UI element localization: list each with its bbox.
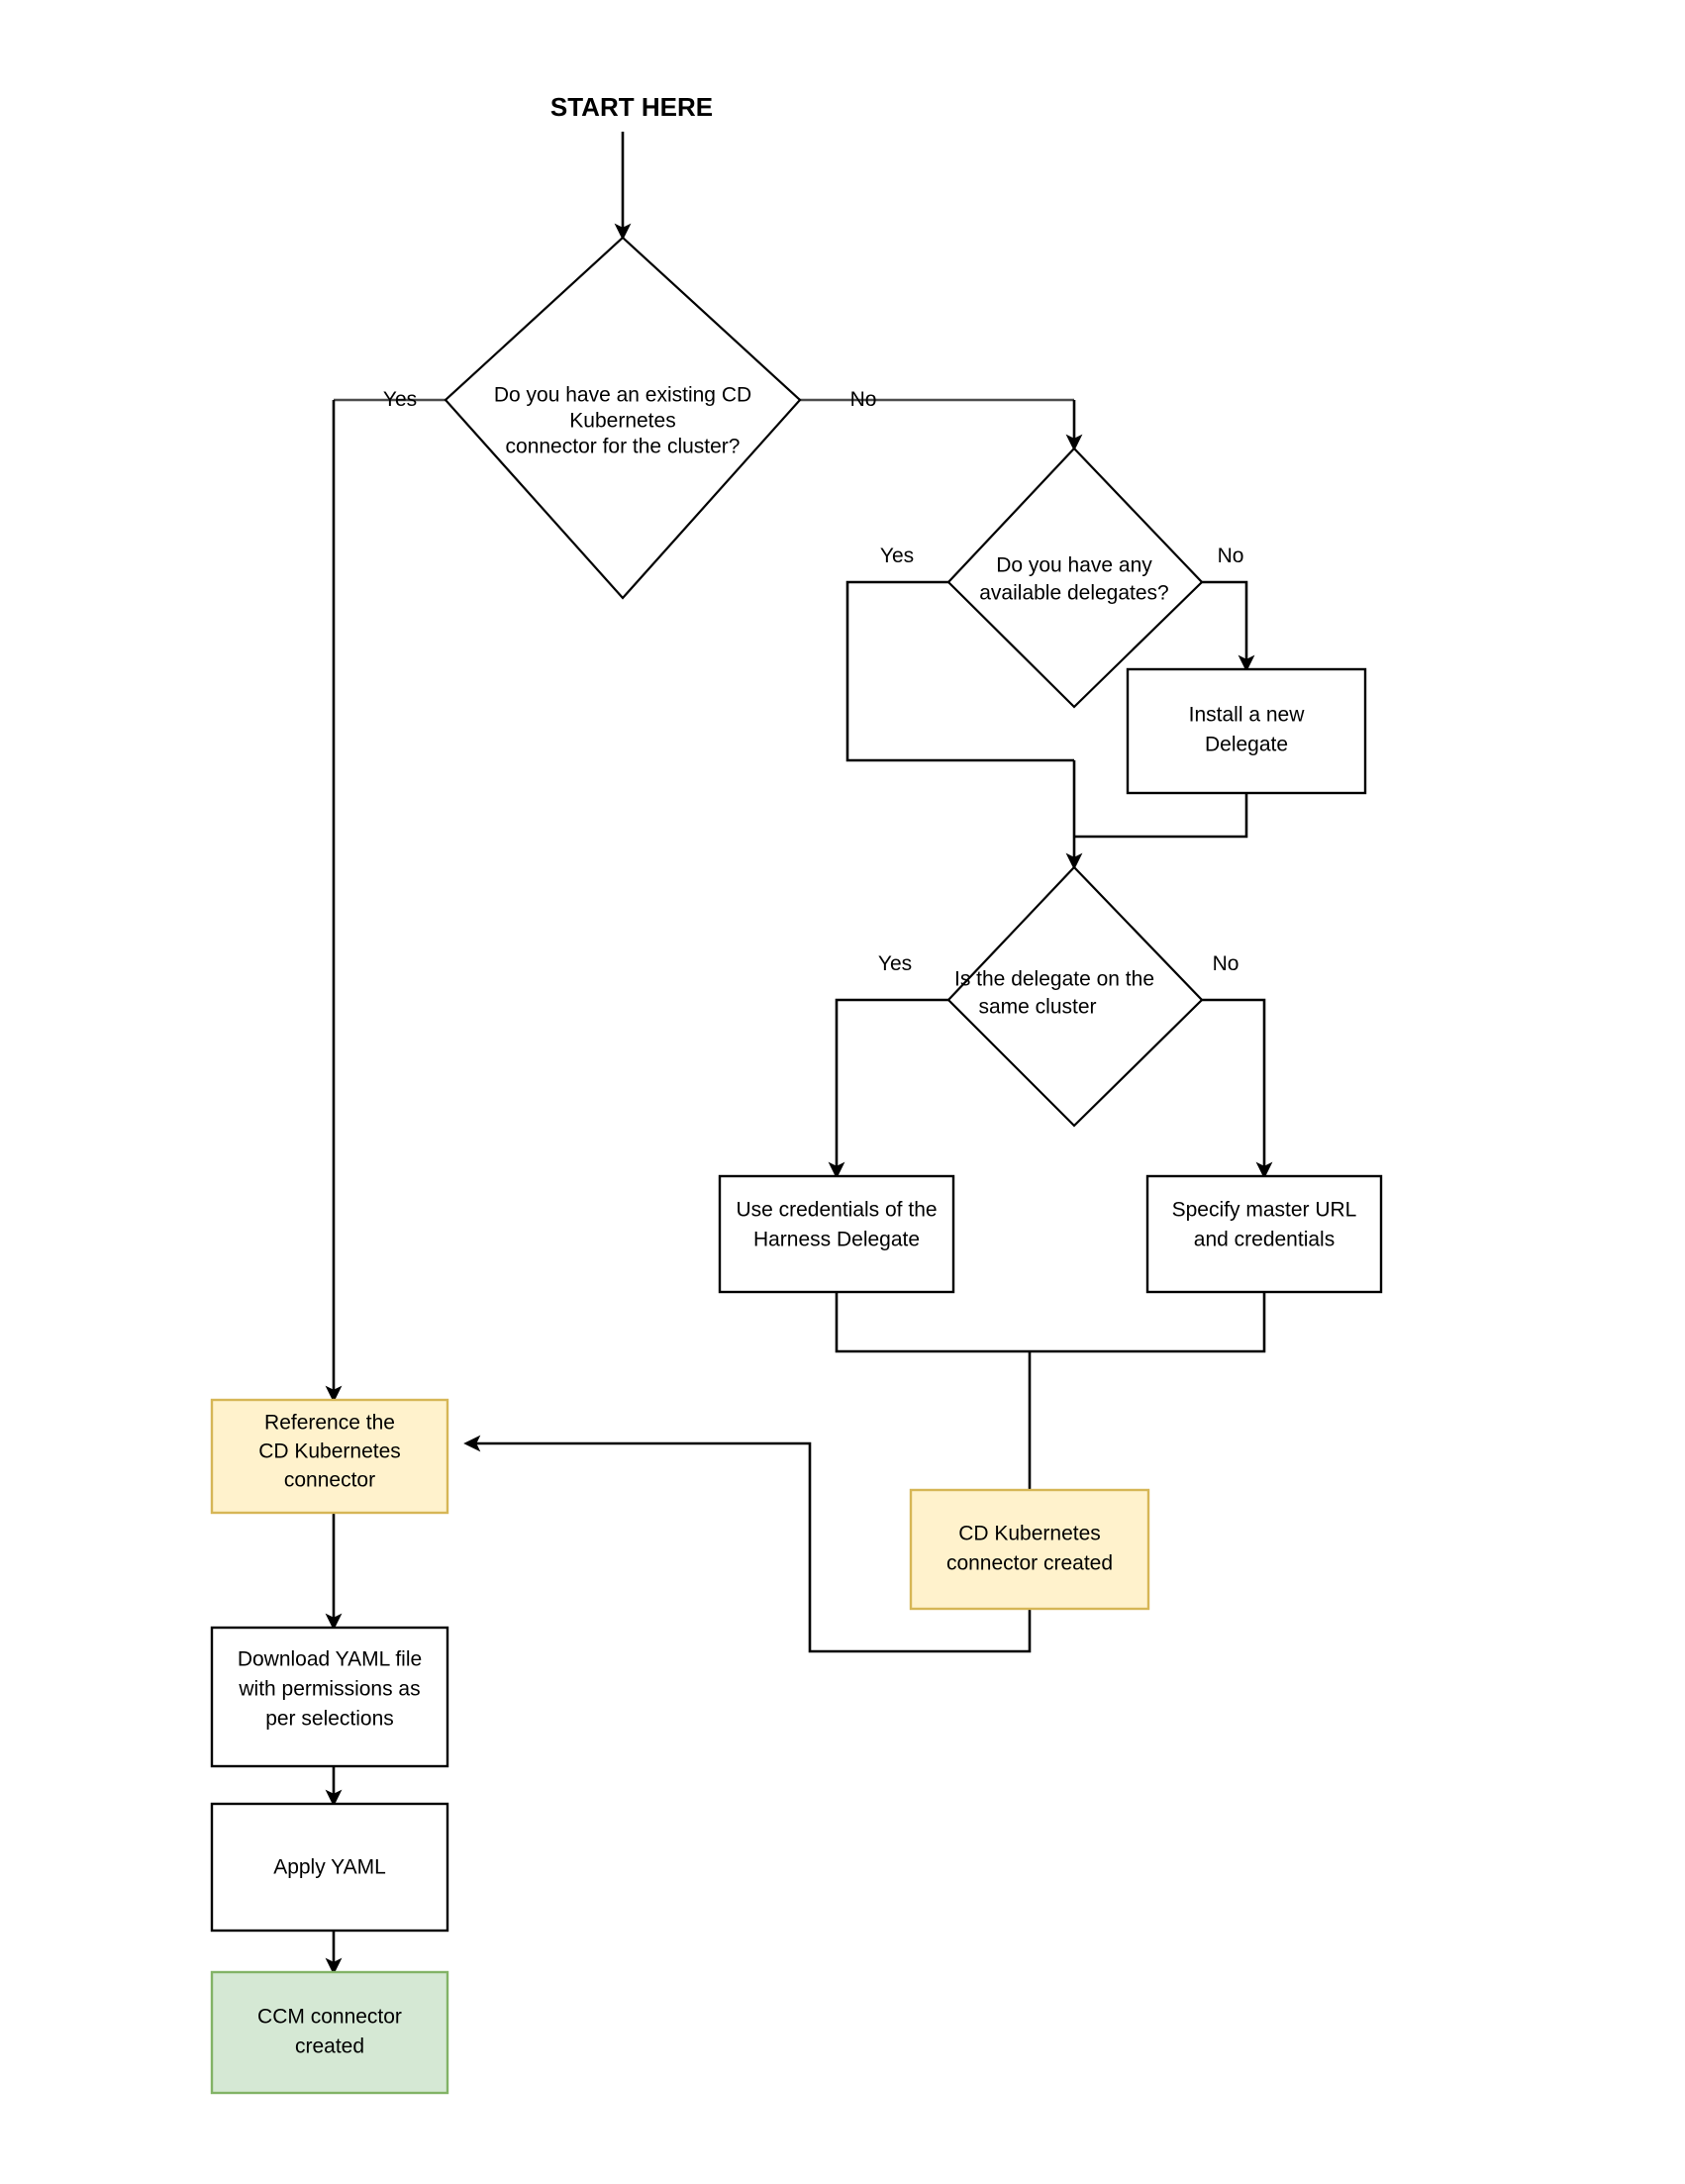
node-specify-master-url-box — [1145, 1174, 1383, 1294]
node-use-delegate-credentials-line-2: Harness Delegate — [753, 1229, 920, 1251]
node-use-delegate-credentials-box — [718, 1174, 955, 1294]
edge-use-credentials-join — [835, 1292, 1030, 1353]
node-download-yaml-line-3: per selections — [265, 1708, 394, 1731]
edge-install-to-merge — [1074, 793, 1248, 839]
decision-existing-connector-diamond — [444, 236, 802, 600]
node-apply-yaml-line-1: Apply YAML — [273, 1856, 386, 1879]
decision-existing-connector-line-1: Do you have an existing CD — [494, 384, 751, 407]
edge-label-delegates-yes: Yes — [880, 545, 914, 567]
decision-same-cluster-line-2: same cluster — [978, 996, 1096, 1019]
node-specify-master-url[interactable]: Specify master URL and credentials — [1145, 1174, 1383, 1294]
decision-same-cluster[interactable]: Is the delegate on the same cluster — [946, 865, 1204, 1128]
decision-existing-connector-line-2: Kubernetes — [569, 410, 675, 433]
decision-existing-connector[interactable]: Do you have an existing CD Kubernetes co… — [444, 236, 802, 600]
edge-same-cluster-yes — [828, 998, 948, 1179]
node-reference-connector-line-2: CD Kubernetes — [258, 1440, 401, 1463]
edge-label-delegates-no: No — [1218, 545, 1244, 567]
node-reference-connector[interactable]: Reference the CD Kubernetes connector — [210, 1398, 449, 1515]
decision-existing-connector-line-3: connector for the cluster? — [506, 436, 741, 458]
node-specify-master-url-line-2: and credentials — [1194, 1229, 1335, 1251]
edge-label-same-cluster-yes: Yes — [878, 952, 912, 975]
node-cd-connector-created-line-1: CD Kubernetes — [958, 1523, 1101, 1545]
node-reference-connector-line-1: Reference the — [264, 1412, 395, 1435]
edge-delegates-no-to-install — [1202, 580, 1255, 672]
decision-same-cluster-diamond — [946, 865, 1204, 1128]
node-cd-connector-created-line-2: connector created — [946, 1552, 1113, 1575]
edge-delegates-yes-to-merge — [845, 580, 1074, 762]
node-install-delegate-line-1: Install a new — [1189, 704, 1306, 727]
node-cd-connector-created[interactable]: CD Kubernetes connector created — [909, 1488, 1150, 1611]
decision-same-cluster-line-1: Is the delegate on the — [954, 968, 1154, 991]
node-download-yaml-line-2: with permissions as — [238, 1678, 420, 1701]
edge-specify-url-join — [1030, 1292, 1266, 1353]
decision-available-delegates-diamond — [946, 447, 1204, 709]
node-install-delegate-box — [1126, 667, 1367, 795]
node-use-delegate-credentials-line-1: Use credentials of the — [736, 1199, 937, 1222]
edge-cd-connector-to-reference — [463, 1435, 1032, 1653]
edge-same-cluster-no — [1202, 998, 1273, 1179]
edge-label-existing-no: No — [850, 388, 877, 411]
node-use-delegate-credentials[interactable]: Use credentials of the Harness Delegate — [718, 1174, 955, 1294]
node-cd-connector-created-box — [909, 1488, 1150, 1611]
node-specify-master-url-line-1: Specify master URL — [1172, 1199, 1357, 1222]
decision-available-delegates-line-2: available delegates? — [979, 582, 1168, 605]
node-download-yaml-line-1: Download YAML file — [238, 1648, 422, 1671]
edge-label-existing-yes: Yes — [383, 388, 417, 411]
node-install-delegate-line-2: Delegate — [1205, 734, 1288, 756]
edge-label-same-cluster-no: No — [1213, 952, 1239, 975]
node-download-yaml-box — [210, 1626, 449, 1768]
node-ccm-connector-created[interactable]: CCM connector created — [210, 1970, 449, 2095]
node-apply-yaml-box — [210, 1802, 449, 1933]
node-apply-yaml[interactable]: Apply YAML — [210, 1802, 449, 1933]
node-reference-connector-box — [210, 1398, 449, 1515]
decision-available-delegates-line-1: Do you have any — [996, 554, 1152, 577]
node-ccm-connector-created-line-1: CCM connector — [257, 2006, 402, 2029]
node-ccm-connector-created-line-2: created — [295, 2035, 364, 2058]
node-install-delegate[interactable]: Install a new Delegate — [1126, 667, 1367, 795]
node-reference-connector-line-3: connector — [284, 1469, 375, 1492]
node-download-yaml[interactable]: Download YAML file with permissions as p… — [210, 1626, 449, 1768]
node-ccm-connector-created-box — [210, 1970, 449, 2095]
start-here-label: START HERE — [550, 92, 713, 122]
decision-available-delegates[interactable]: Do you have any available delegates? — [946, 447, 1204, 709]
